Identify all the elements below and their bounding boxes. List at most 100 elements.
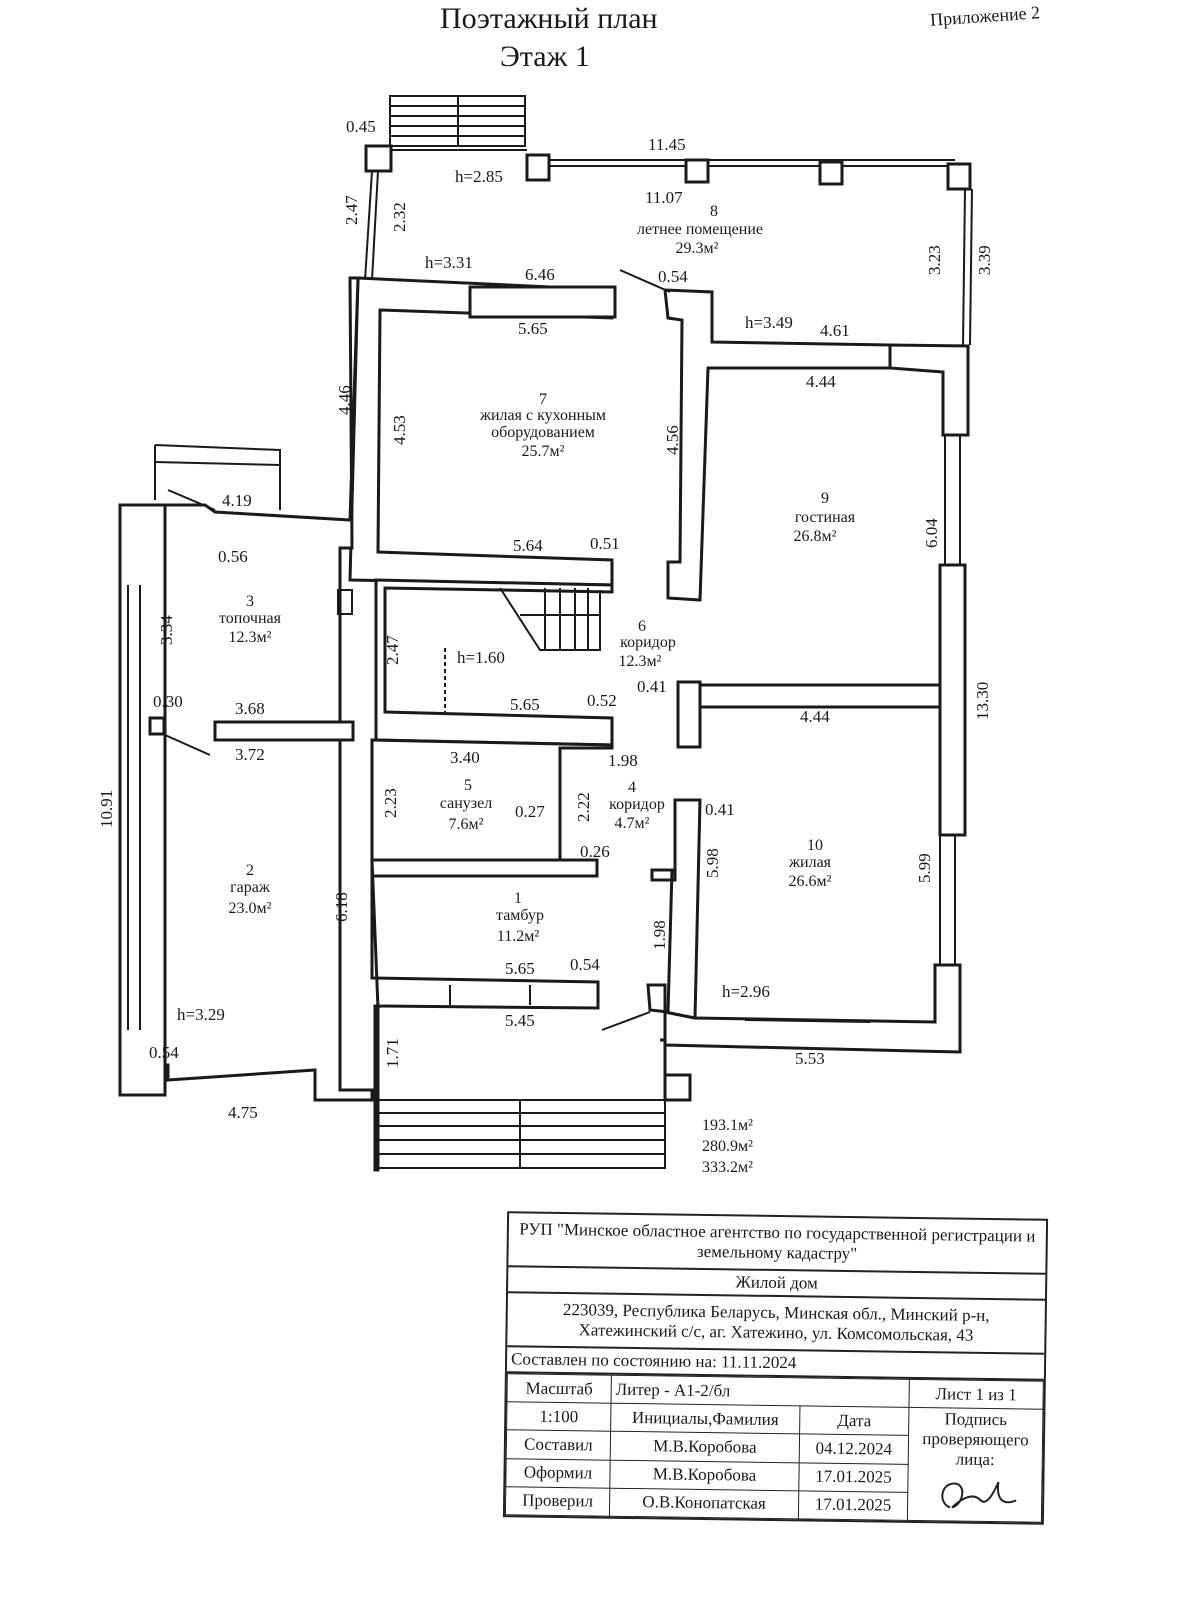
dim-label: 4.56 bbox=[663, 425, 682, 455]
dim-label: 4.46 bbox=[335, 385, 354, 415]
dim-label: 5.98 bbox=[703, 848, 722, 878]
room-7-label: 7 жилая с кухонным оборудованием 25.7м² bbox=[479, 391, 606, 460]
dim-label: 11.07 bbox=[645, 188, 683, 207]
sign-label: Подпись проверяющего лица: bbox=[922, 1409, 1029, 1470]
dim-label: 5.65 bbox=[518, 319, 548, 338]
dim-label: 4.53 bbox=[390, 415, 409, 445]
dim-label: 4.75 bbox=[228, 1103, 258, 1122]
scale-label: Масштаб bbox=[507, 1373, 612, 1404]
floor-title: Этаж 1 bbox=[500, 40, 590, 73]
room-6-label: 6 коридор 12.3м² bbox=[619, 618, 676, 670]
svg-text:26.8м²: 26.8м² bbox=[794, 528, 837, 545]
dim-label: 6.18 bbox=[332, 892, 351, 922]
sheet-label: Лист 1 из 1 bbox=[908, 1379, 1044, 1410]
dim-label: 2.47 bbox=[383, 635, 402, 665]
dim-label: 4.19 bbox=[222, 491, 252, 510]
room-1-label: 1 тамбур 11.2м² bbox=[496, 890, 544, 945]
svg-text:топочная: топочная bbox=[219, 610, 282, 627]
dim-label: 4.61 bbox=[820, 321, 850, 340]
dim-label: 0.45 bbox=[346, 117, 376, 136]
dim-label: h=3.49 bbox=[745, 313, 793, 332]
svg-text:12.3м²: 12.3м² bbox=[229, 629, 272, 646]
total-area: 333.2м² bbox=[702, 1159, 753, 1176]
initials-header: Инициалы,Фамилия bbox=[610, 1403, 800, 1435]
dim-label: 3.23 bbox=[925, 245, 944, 275]
sign-date: 04.12.2024 bbox=[799, 1434, 909, 1464]
svg-text:санузел: санузел bbox=[440, 795, 492, 812]
area-totals: 193.1м² 280.9м² 333.2м² bbox=[702, 1117, 753, 1176]
dim-label: 5.99 bbox=[915, 853, 934, 883]
dim-label: 4.44 bbox=[806, 372, 836, 391]
dim-label: 5.65 bbox=[510, 695, 540, 714]
dim-label: 2.22 bbox=[574, 792, 593, 822]
dim-label: 0.27 bbox=[515, 802, 545, 821]
dim-label: 0.54 bbox=[149, 1043, 179, 1062]
dim-label: 0.30 bbox=[153, 692, 183, 711]
sign-date: 17.01.2025 bbox=[798, 1490, 908, 1521]
svg-text:коридор: коридор bbox=[609, 796, 665, 813]
dim-label: 5.53 bbox=[795, 1049, 825, 1068]
svg-text:гостиная: гостиная bbox=[795, 509, 856, 526]
dim-label: 3.40 bbox=[450, 748, 480, 767]
svg-text:4: 4 bbox=[628, 779, 636, 796]
svg-text:12.3м²: 12.3м² bbox=[619, 653, 662, 670]
dim-label: h=3.29 bbox=[177, 1005, 225, 1024]
dim-label: 0.26 bbox=[580, 842, 610, 861]
liter-label: Литер - А1-2/бл bbox=[610, 1375, 910, 1408]
svg-text:жилая с кухонным: жилая с кухонным bbox=[479, 407, 606, 424]
dim-label: 0.41 bbox=[637, 677, 667, 696]
dim-label: 3.68 bbox=[235, 699, 265, 718]
svg-text:11.2м²: 11.2м² bbox=[497, 928, 540, 945]
svg-text:7.6м²: 7.6м² bbox=[449, 816, 484, 833]
svg-text:26.6м²: 26.6м² bbox=[789, 873, 832, 890]
dim-label: 6.04 bbox=[922, 518, 941, 548]
dim-label: 2.47 bbox=[342, 195, 361, 225]
svg-text:коридор: коридор bbox=[620, 634, 676, 651]
room-labels: 8 летнее помещение 29.3м² 7 жилая с кухо… bbox=[219, 203, 856, 945]
dim-label: 0.51 bbox=[590, 534, 620, 553]
room-3-label: 3 топочная 12.3м² bbox=[219, 593, 282, 646]
entrance-stair bbox=[374, 1099, 666, 1169]
room-2-label: 2 гараж 23.0м² bbox=[229, 862, 272, 917]
svg-text:гараж: гараж bbox=[230, 879, 271, 896]
svg-text:жилая: жилая bbox=[788, 854, 832, 871]
scale-value: 1:100 bbox=[506, 1401, 611, 1432]
signature-table: Масштаб Литер - А1-2/бл Лист 1 из 1 1:10… bbox=[505, 1373, 1044, 1523]
date-header: Дата bbox=[799, 1405, 909, 1436]
svg-text:оборудованием: оборудованием bbox=[491, 424, 595, 441]
signature-cell: Подпись проверяющего лица: bbox=[907, 1407, 1043, 1523]
svg-text:тамбур: тамбур bbox=[496, 907, 544, 924]
svg-text:25.7м²: 25.7м² bbox=[522, 443, 565, 460]
room-10-label: 10 жилая 26.6м² bbox=[788, 837, 832, 890]
room-5-label: 5 санузел 7.6м² bbox=[440, 777, 492, 833]
svg-text:2: 2 bbox=[246, 862, 254, 879]
total-area: 280.9м² bbox=[702, 1138, 753, 1155]
dim-label: h=1.60 bbox=[457, 648, 505, 667]
role-label: Составил bbox=[506, 1430, 611, 1460]
svg-text:9: 9 bbox=[821, 490, 829, 507]
dim-label: 1.71 bbox=[383, 1038, 402, 1068]
dim-label: 1.98 bbox=[608, 751, 638, 770]
dim-label: 3.39 bbox=[975, 245, 994, 275]
dim-label: 5.65 bbox=[505, 959, 535, 978]
sign-date: 17.01.2025 bbox=[798, 1462, 909, 1493]
dim-label: 0.56 bbox=[218, 547, 248, 566]
svg-text:6: 6 bbox=[638, 618, 646, 635]
dim-label: h=3.31 bbox=[425, 253, 473, 272]
dim-label: 5.45 bbox=[505, 1011, 535, 1030]
handwritten-signature bbox=[941, 1481, 1017, 1509]
dimension-labels: 0.45 11.45 11.07 h=2.85 2.47 2.32 3.23 3… bbox=[97, 117, 994, 1122]
person-name: М.В.Коробова bbox=[610, 1431, 800, 1463]
svg-text:летнее помещение: летнее помещение bbox=[637, 221, 763, 238]
dim-label: 2.32 bbox=[390, 202, 409, 232]
summer-room-walls bbox=[364, 144, 973, 346]
dim-label: 10.91 bbox=[97, 790, 116, 828]
svg-text:1: 1 bbox=[514, 890, 522, 907]
role-label: Проверил bbox=[505, 1486, 610, 1517]
top-stair bbox=[389, 95, 526, 147]
person-name: М.В.Коробова bbox=[609, 1459, 800, 1491]
title-block: РУП "Минское областное агентство по госу… bbox=[502, 1211, 1049, 1525]
dim-label: 2.23 bbox=[381, 788, 400, 818]
dim-label: 13.30 bbox=[973, 682, 992, 720]
person-name: О.В.Конопатская bbox=[609, 1487, 799, 1519]
